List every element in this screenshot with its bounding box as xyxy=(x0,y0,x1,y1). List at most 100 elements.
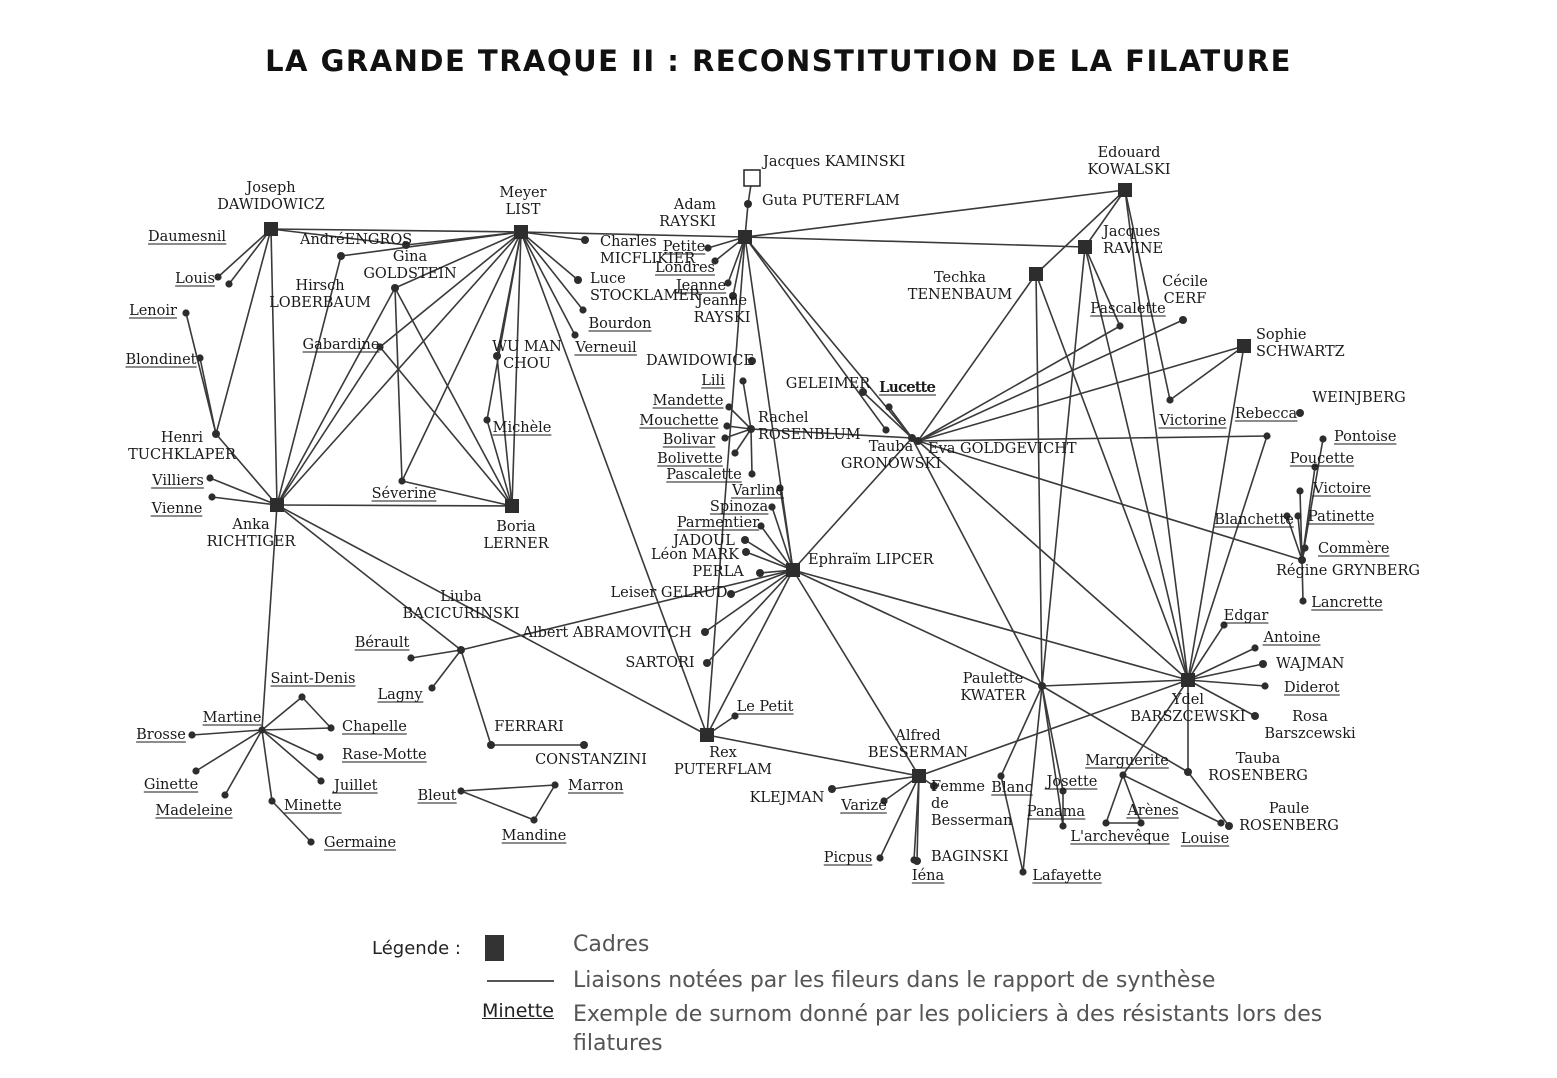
edge-nick-40-39 xyxy=(261,696,303,731)
node-dot-icon xyxy=(580,741,588,749)
nickname-item: Iéna xyxy=(910,856,945,884)
edge-nick-40-42 xyxy=(191,729,263,736)
node-label: Tauba xyxy=(869,439,914,455)
edge-barszcewski-nick-34 xyxy=(1187,624,1225,681)
nickname-dot-icon xyxy=(214,273,222,281)
nickname-dot-icon xyxy=(307,838,315,846)
nickname-item: Edgar xyxy=(1220,608,1269,629)
node-dot-icon xyxy=(212,430,220,438)
nickname-item: Rase-Motte xyxy=(316,747,427,763)
nickname-dot-icon xyxy=(327,724,335,732)
nickname-dot-icon xyxy=(1059,822,1067,830)
nickname-dot-icon xyxy=(208,493,216,501)
node-label: MICFLIKIER xyxy=(600,251,696,267)
node-weinjberg: WEINJBERG xyxy=(1296,390,1406,417)
node-label: CONSTANZINI xyxy=(535,752,647,768)
nickname-dot-icon xyxy=(221,791,229,799)
node-dot-icon xyxy=(487,741,495,749)
edge-list-nick-7 xyxy=(486,231,522,421)
nickname-label: Antoine xyxy=(1263,630,1321,646)
edge-ravine-nick-24 xyxy=(1084,246,1121,327)
node-label: Ydel xyxy=(1171,692,1204,708)
edge-lipcer-rex_puterflam xyxy=(706,569,794,736)
nickname-dot-icon xyxy=(776,484,784,492)
cadre-square-icon xyxy=(264,222,278,236)
nickname-item: Rebecca xyxy=(1234,406,1298,440)
edge-rosenblum-nick-18 xyxy=(734,428,752,454)
nickname-item: Louis xyxy=(175,271,222,287)
node-label: GRONOWSKI xyxy=(841,456,941,472)
edge-goldstein-nick-8 xyxy=(394,287,403,482)
cadre-square-icon xyxy=(514,225,528,239)
nickname-item: Arènes xyxy=(1126,803,1179,827)
nickname-item: Pascalette xyxy=(1090,301,1166,330)
edge-nick-40-46 xyxy=(224,729,263,796)
node-label: BAGINSKI xyxy=(931,849,1009,865)
nickname-item: Antoine xyxy=(1251,630,1321,652)
nickname-item: Bolivette xyxy=(657,449,739,467)
nickname-dot-icon xyxy=(725,403,733,411)
nickname-item: Séverine xyxy=(371,477,437,502)
node-label: Leiser GELRUD xyxy=(611,585,728,601)
cadre-square-icon xyxy=(1237,339,1251,353)
edge-dawidowicz-richtiger xyxy=(270,228,278,506)
nickname-label: Séverine xyxy=(372,486,437,502)
nickname-label: Bourdon xyxy=(588,316,651,332)
edge-goldstein-lerner xyxy=(394,287,513,507)
nickname-dot-icon xyxy=(711,257,719,265)
nickname-item: Petite xyxy=(662,239,712,255)
nickname-dot-icon xyxy=(768,503,776,511)
edge-list-nick-10 xyxy=(520,231,576,336)
nickname-dot-icon xyxy=(1283,512,1291,520)
edge-rosenblum-gronowski xyxy=(750,428,913,439)
node-label: Anka xyxy=(231,517,270,533)
edge-list-richtiger xyxy=(276,231,522,506)
node-label: Barszcewski xyxy=(1264,726,1356,742)
edge-goldgevicht-barszcewski xyxy=(917,440,1189,681)
nickname-item: Panama xyxy=(1026,804,1086,830)
node-label: Régine GRYNBERG xyxy=(1276,563,1420,579)
nickname-dot-icon xyxy=(876,854,884,862)
edge-barszcewski-nick-26 xyxy=(1187,435,1268,681)
edge-tuchklaper-richtiger xyxy=(215,433,278,506)
open-square-icon xyxy=(743,169,761,187)
edge-schwartz-goldgevicht xyxy=(917,345,1245,442)
node-geleimer: GELEIMER xyxy=(786,376,871,396)
edge-list-nick-9 xyxy=(520,231,584,311)
nickname-item: Blanchette xyxy=(1214,512,1294,528)
nickname-item: Marron xyxy=(551,778,624,794)
nickname-item: Bolivar xyxy=(662,432,729,448)
edge-rosenblum-nick-14 xyxy=(742,380,752,430)
node-label: CHOU xyxy=(503,356,551,372)
nickname-label: Le Petit xyxy=(737,699,794,715)
node-constanzini: CONSTANZINI xyxy=(535,741,647,768)
edge-rosenblum-nick-19 xyxy=(750,428,753,475)
edge-bacicurinski-lipcer xyxy=(460,569,794,651)
edge-lerner-nick-7 xyxy=(486,419,513,507)
edge-barszcewski-nick-60 xyxy=(1122,679,1189,776)
nickname-label: Picpus xyxy=(824,850,873,866)
node-label: Hirsch xyxy=(295,278,344,294)
nickname-label: Louis xyxy=(175,271,215,287)
nickname-dot-icon xyxy=(997,772,1005,780)
edge-nick-51-50 xyxy=(533,784,556,821)
nickname-dot-icon xyxy=(317,777,325,785)
node-leon_mark: Léon MARK xyxy=(651,547,750,563)
node-baginski: BAGINSKI xyxy=(913,849,1009,865)
nickname-dot-icon xyxy=(1299,597,1307,605)
nickname-dot-icon xyxy=(407,654,415,662)
edge-richtiger-lerner xyxy=(276,504,513,507)
edge-barszcewski-nick-35 xyxy=(1187,647,1256,681)
edge-kwater-nick-56 xyxy=(1000,685,1043,777)
cadre-square-icon xyxy=(1078,240,1092,254)
nickname-label: Varize xyxy=(840,798,887,814)
nickname-item: Verneuil xyxy=(571,331,637,356)
nickname-label: Commère xyxy=(1318,541,1389,557)
node-dot-icon xyxy=(727,590,735,598)
